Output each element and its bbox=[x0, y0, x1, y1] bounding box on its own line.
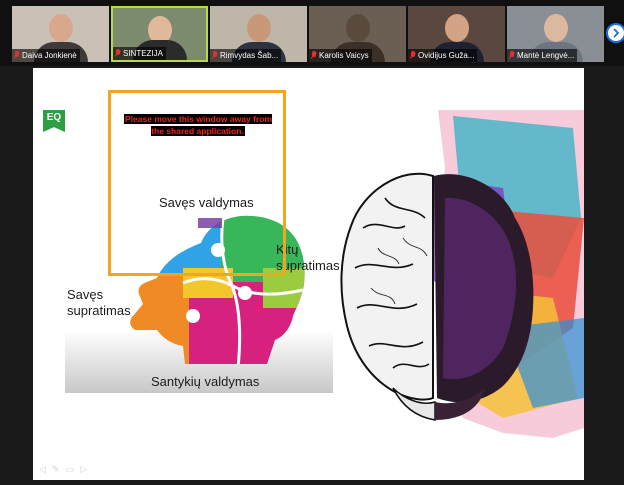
slides-icon[interactable]: ▭ bbox=[65, 464, 80, 474]
brain-illustration bbox=[340, 110, 584, 438]
puzzle-head-illustration bbox=[130, 215, 305, 364]
slide-toolbar: ◁✎▭▷ bbox=[39, 464, 93, 475]
participant-tile[interactable]: SINTEZIJA bbox=[111, 6, 208, 62]
mic-muted-icon bbox=[311, 51, 317, 59]
label-saves-valdymas: Savęs valdymas bbox=[159, 195, 254, 210]
shared-window-highlight bbox=[108, 90, 286, 276]
participant-tile[interactable]: Rimvydas Šab... bbox=[210, 6, 307, 62]
pen-icon[interactable]: ✎ bbox=[51, 464, 66, 474]
label-saves-supratimas-1: Savęs bbox=[67, 287, 104, 302]
participant-strip: Daiva Jonkienė SINTEZIJA Rimvydas Šab...… bbox=[0, 0, 624, 66]
participant-tile[interactable]: Ovidijus Guža... bbox=[408, 6, 505, 62]
more-icon[interactable]: ▷ bbox=[79, 464, 93, 474]
participant-name: Mantė Lengvė... bbox=[517, 51, 575, 60]
mic-muted-icon bbox=[509, 51, 515, 59]
label-kitu-supratimas-2: supratimas bbox=[276, 258, 340, 273]
shared-screen: EQ bbox=[33, 68, 584, 480]
participant-name: SINTEZIJA bbox=[123, 49, 164, 58]
mic-muted-icon bbox=[212, 51, 218, 59]
label-kitu-supratimas-1: Kitų bbox=[276, 242, 299, 257]
label-saves-supratimas-2: supratimas bbox=[67, 303, 131, 318]
pointer-icon[interactable]: ◁ bbox=[39, 464, 52, 474]
next-participants-button[interactable] bbox=[606, 23, 624, 43]
participant-name: Ovidijus Guža... bbox=[418, 51, 475, 60]
participant-tile[interactable]: Mantė Lengvė... bbox=[507, 6, 604, 62]
mic-muted-icon bbox=[115, 49, 121, 57]
eq-badge: EQ bbox=[43, 110, 65, 132]
participant-name: Daiva Jonkienė bbox=[22, 51, 77, 60]
participant-name: Karolis Vaicys bbox=[319, 51, 369, 60]
label-santykiu-valdymas: Santykių valdymas bbox=[151, 374, 260, 389]
participant-tile[interactable]: Karolis Vaicys bbox=[309, 6, 406, 62]
mic-muted-icon bbox=[14, 51, 20, 59]
chevron-right-icon bbox=[613, 28, 620, 38]
move-window-warning: Please move this window away from the sh… bbox=[124, 114, 272, 136]
participant-tile[interactable]: Daiva Jonkienė bbox=[12, 6, 109, 62]
participant-name: Rimvydas Šab... bbox=[220, 51, 279, 60]
mic-muted-icon bbox=[410, 51, 416, 59]
